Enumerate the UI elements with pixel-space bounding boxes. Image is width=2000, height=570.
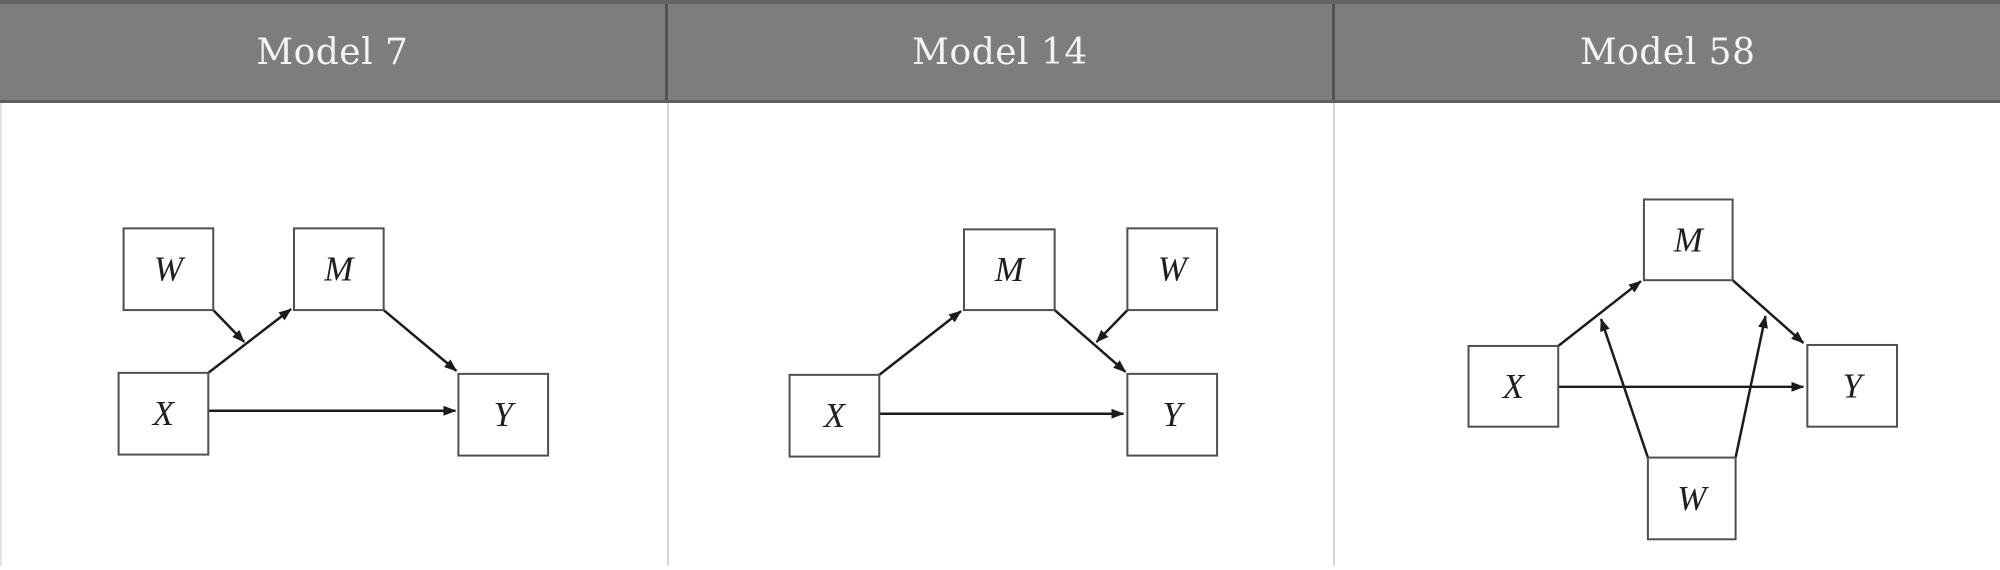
path-diagram-canvas: W M X Y <box>117 227 550 457</box>
node-Y: Y <box>1806 343 1899 428</box>
node-box-Y <box>457 372 550 457</box>
w-moderates-my-arrow <box>1095 309 1128 343</box>
path-diagram-panel: M X Y W <box>1333 103 2000 566</box>
table-body-row: W M X Y M W X Y M X Y W <box>0 103 2000 566</box>
node-label-M: M <box>993 250 1025 289</box>
node-W: W <box>1126 227 1218 312</box>
w-moderates-xm-arrow <box>212 309 246 343</box>
x-to-m-arrow <box>1557 280 1643 347</box>
w-moderates-xm-arrow <box>1600 318 1650 458</box>
node-label-W: W <box>1678 479 1710 518</box>
path-diagram-panel: W M X Y <box>2 103 667 566</box>
node-box-X <box>788 373 880 458</box>
node-label-X: X <box>821 396 846 435</box>
x-to-m-arrow <box>878 310 962 376</box>
node-W: W <box>122 227 215 312</box>
w-moderates-my-arrow <box>1734 315 1769 458</box>
node-label-W: W <box>1157 250 1189 289</box>
path-diagram-canvas: M X Y W <box>1467 198 1899 541</box>
node-M: M <box>1643 198 1734 282</box>
m-to-y-arrow <box>1732 279 1805 344</box>
node-label-M: M <box>323 250 355 289</box>
node-label-Y: Y <box>1162 395 1185 434</box>
node-X: X <box>117 371 210 456</box>
node-label-M: M <box>1673 220 1705 259</box>
node-M: M <box>962 228 1056 312</box>
column-header: Model 7 <box>256 31 409 73</box>
node-W: W <box>1647 456 1737 541</box>
node-box-Y <box>1126 372 1218 457</box>
node-box-X <box>1467 344 1560 428</box>
node-label-Y: Y <box>494 395 517 434</box>
node-box-M <box>962 228 1056 312</box>
node-box-W <box>122 227 215 312</box>
node-Y: Y <box>457 372 550 457</box>
m-to-y-arrow <box>1053 309 1126 373</box>
node-Y: Y <box>1126 372 1218 457</box>
path-diagram-canvas: M W X Y <box>788 227 1218 458</box>
m-to-y-arrow <box>382 309 458 372</box>
node-X: X <box>1467 344 1560 428</box>
node-box-M <box>292 227 385 312</box>
path-diagram-panel: M W X Y <box>666 103 1334 566</box>
node-label-W: W <box>154 250 186 289</box>
node-box-W <box>1647 456 1737 541</box>
column-header: Model 14 <box>664 4 1333 100</box>
column-header: Model 58 <box>1332 4 2000 100</box>
node-label-X: X <box>1501 367 1526 406</box>
node-label-X: X <box>151 394 176 433</box>
table-header-row: Model 7 Model 14 Model 58 <box>0 0 2000 103</box>
x-to-m-arrow <box>207 308 292 374</box>
node-label-Y: Y <box>1843 366 1866 405</box>
node-box-W <box>1126 227 1218 312</box>
node-box-X <box>117 371 210 456</box>
node-M: M <box>292 227 385 312</box>
node-X: X <box>788 373 880 458</box>
node-box-M <box>1643 198 1734 282</box>
node-box-Y <box>1806 343 1899 428</box>
